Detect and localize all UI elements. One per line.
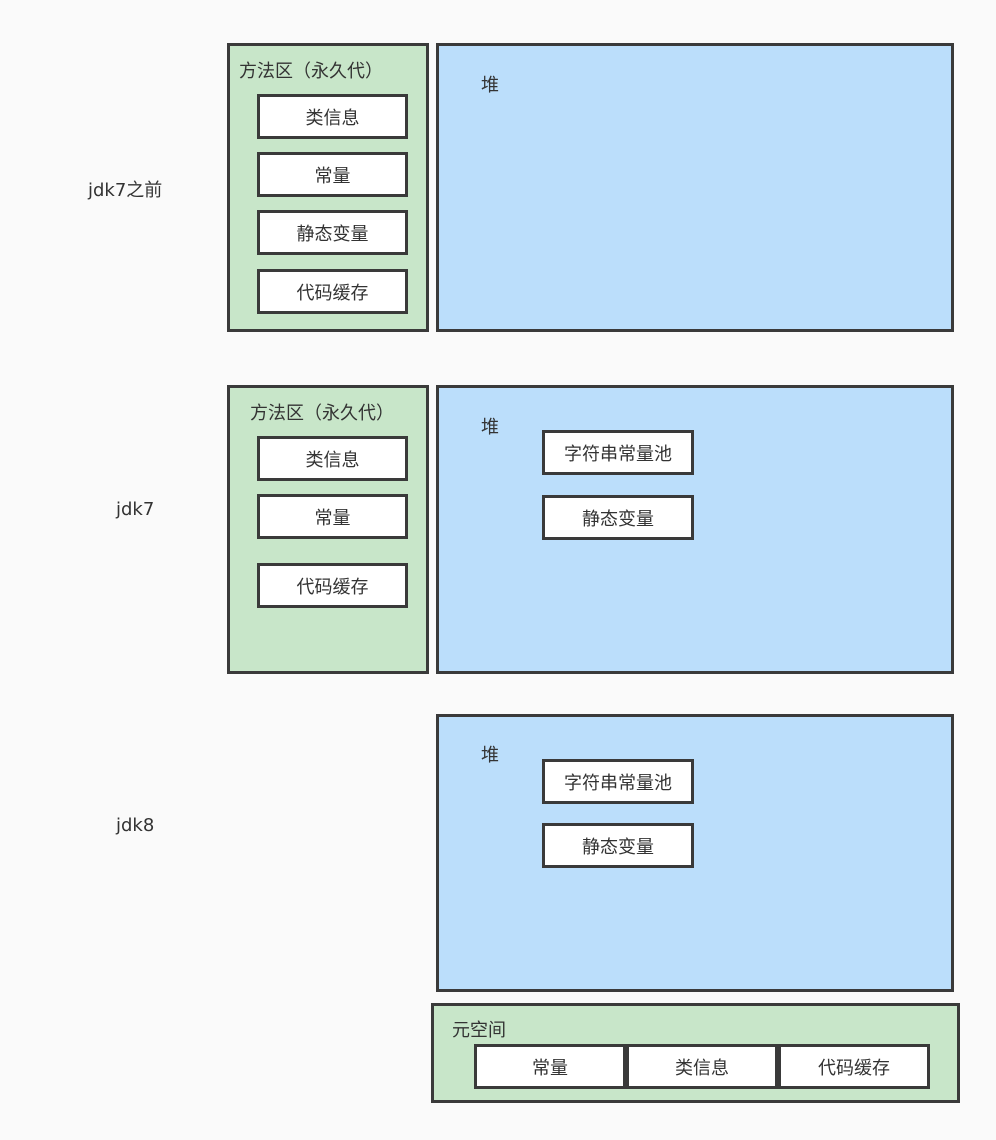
class-info-box: 类信息 [626, 1044, 778, 1089]
row-label-jdk7-before: jdk7之前 [88, 180, 163, 201]
method-area-permgen-jdk7-before: 方法区（永久代） 类信息 常量 静态变量 代码缓存 [227, 43, 429, 332]
code-cache-box: 代码缓存 [778, 1044, 930, 1089]
row-label-jdk7: jdk7 [116, 499, 155, 520]
method-area-permgen-jdk7: 方法区（永久代） 类信息 常量 代码缓存 [227, 385, 429, 674]
constants-box: 常量 [474, 1044, 626, 1089]
method-area-title: 方法区（永久代） [239, 61, 383, 82]
static-variables-box: 静态变量 [542, 823, 694, 868]
metaspace-jdk8: 元空间 常量 类信息 代码缓存 [431, 1003, 960, 1103]
code-cache-box: 代码缓存 [257, 563, 408, 608]
class-info-box: 类信息 [257, 94, 408, 139]
method-area-title: 方法区（永久代） [250, 403, 394, 424]
static-variables-box: 静态变量 [542, 495, 694, 540]
heap-jdk7-before: 堆 [436, 43, 954, 332]
string-constant-pool-box: 字符串常量池 [542, 759, 694, 804]
heap-jdk8: 堆 字符串常量池 静态变量 [436, 714, 954, 992]
heap-title: 堆 [481, 745, 499, 766]
constants-box: 常量 [257, 152, 408, 197]
row-label-jdk8: jdk8 [116, 815, 155, 836]
string-constant-pool-box: 字符串常量池 [542, 430, 694, 475]
class-info-box: 类信息 [257, 436, 408, 481]
metaspace-title: 元空间 [452, 1020, 506, 1041]
static-variables-box: 静态变量 [257, 210, 408, 255]
heap-jdk7: 堆 字符串常量池 静态变量 [436, 385, 954, 674]
heap-title: 堆 [481, 417, 499, 438]
constants-box: 常量 [257, 494, 408, 539]
heap-title: 堆 [481, 75, 499, 96]
code-cache-box: 代码缓存 [257, 269, 408, 314]
